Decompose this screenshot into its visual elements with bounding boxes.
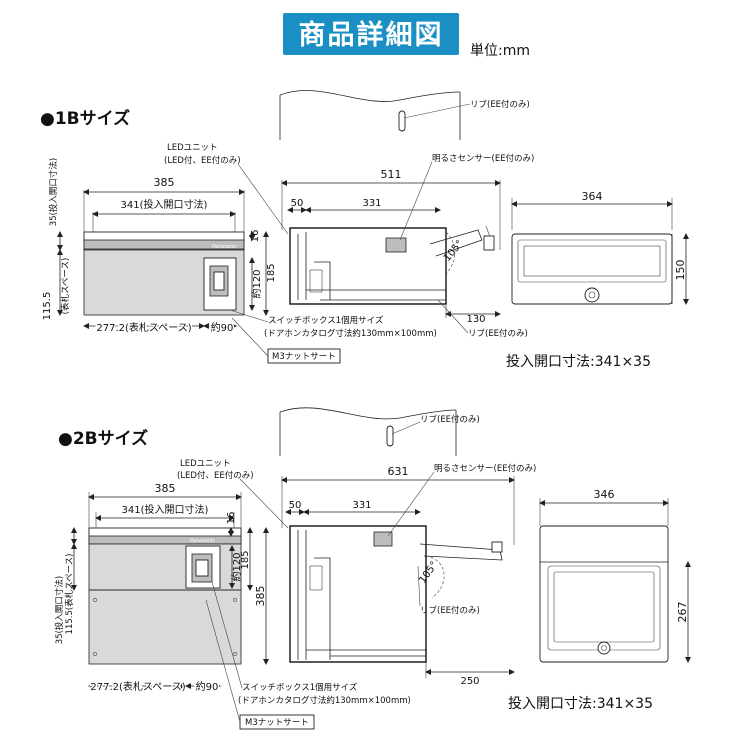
dim-385-1b: 385 <box>154 176 175 189</box>
front-view-1b: Panasonic 385 341(投入開口寸法) 16 約120 185 35… <box>42 158 277 336</box>
dim-185-1b: 185 <box>266 263 277 282</box>
dim-150-1b: 150 <box>674 260 687 281</box>
switch-label-1b: スイッチボックス1個用サイズ <box>268 315 384 326</box>
dim-331-1b: 331 <box>362 198 381 209</box>
sensor-label-2b: 明るさセンサー(EE付のみ) <box>434 463 536 474</box>
rib-top-label-2b: リブ(EE付のみ) <box>420 414 480 425</box>
dim-511-1b: 511 <box>381 168 402 181</box>
side-view-2b: 631 50 331 105° リブ(EE付のみ) 250 <box>281 465 515 687</box>
section-title-2b: ●2Bサイズ <box>58 428 148 449</box>
nut-label-2b: M3ナットサート <box>245 718 309 728</box>
dim-341-1b: 341(投入開口寸法) <box>121 198 208 211</box>
rib-detail-1b: リブ(EE付のみ) <box>279 90 530 140</box>
page-title: 商品詳細図 <box>299 19 444 51</box>
dim-364-1b: 364 <box>582 190 603 203</box>
dim-16-1b: 16 <box>250 230 261 243</box>
led-label-2b: LEDユニット <box>180 459 231 469</box>
dim-115-1b: 115.5 <box>42 292 53 321</box>
header: 商品詳細図 単位:mm <box>283 13 530 59</box>
dim-346-2b: 346 <box>594 488 615 501</box>
dim-90-2b: 約90 <box>196 680 219 693</box>
dim-631-2b: 631 <box>388 465 409 478</box>
switch-sublabel-1b: (ドアホンカタログ寸法約130mm×100mm) <box>264 328 437 339</box>
side-view-1b: 511 50 331 105° 130 リブ(EE付のみ) <box>281 168 528 339</box>
unit-label: 単位:mm <box>470 43 530 59</box>
switch-label-2b: スイッチボックス1個用サイズ <box>242 682 358 693</box>
opening-dims-1b: 投入開口寸法:341×35 <box>506 354 651 370</box>
opening-dims-2b: 投入開口寸法:341×35 <box>508 696 653 712</box>
brand-label-2b: Panasonic <box>190 538 215 544</box>
dim-277-2b: 277.2(表札スペース) <box>90 680 185 693</box>
dim-35-2b: 35(投入開口寸法) <box>54 576 65 644</box>
title-badge <box>283 13 459 55</box>
dim-50-2b: 50 <box>289 500 302 511</box>
dim-115-sub-1b: (表札スペース) <box>60 258 71 315</box>
dim-35-1b: 35(投入開口寸法) <box>48 158 59 226</box>
section-title-1b: ●1Bサイズ <box>40 108 130 129</box>
rib-side-label-1b: リブ(EE付のみ) <box>468 328 528 339</box>
switch-sublabel-2b: (ドアホンカタログ寸法約130mm×100mm) <box>238 695 411 706</box>
angle-label-2b: 105° <box>417 560 440 586</box>
dim-115-2b: 115.5(表札スペース) <box>64 554 75 635</box>
rib-top-label-1b: リブ(EE付のみ) <box>470 99 530 110</box>
dim-120-1b: 約120 <box>250 269 263 298</box>
dim-277-1b: 277.2(表札スペース) <box>96 321 191 334</box>
dim-50-1b: 50 <box>291 198 304 209</box>
dim-385v-2b: 385 <box>254 586 267 607</box>
dim-250-2b: 250 <box>460 676 479 687</box>
dim-130-1b: 130 <box>466 314 485 325</box>
dim-341-2b: 341(投入開口寸法) <box>122 503 209 516</box>
led-sublabel-1b: (LED付、EE付のみ) <box>164 155 241 166</box>
dim-185-2b: 185 <box>240 550 251 569</box>
dim-385-2b: 385 <box>155 482 176 495</box>
dim-331-2b: 331 <box>352 500 371 511</box>
dim-267-2b: 267 <box>676 602 689 623</box>
front-view-2b: Panasonic 385 341(投入開口寸法) 16 約120 185 38… <box>54 482 269 695</box>
rib-detail-2b: リブ(EE付のみ) <box>279 407 480 456</box>
dim-90-1b: 約90 <box>211 321 234 334</box>
section-1b: ●1Bサイズ リブ(EE付のみ) LEDユニット (LED付、EE付のみ) Pa… <box>40 90 689 370</box>
nut-label-1b: M3ナットサート <box>272 352 336 362</box>
led-sublabel-2b: (LED付、EE付のみ) <box>177 470 254 481</box>
sensor-label-1b: 明るさセンサー(EE付のみ) <box>432 153 534 164</box>
top-view-2b: 346 267 <box>539 488 691 663</box>
led-label-1b: LEDユニット <box>167 143 218 153</box>
dim-16-2b: 16 <box>226 512 237 525</box>
rib-side-label-2b: リブ(EE付のみ) <box>420 605 480 616</box>
dim-120-2b: 約120 <box>230 552 243 581</box>
brand-label-1b: Panasonic <box>212 244 237 250</box>
top-view-1b: 364 150 <box>511 190 689 305</box>
section-2b: ●2Bサイズ リブ(EE付のみ) LEDユニット (LED付、EE付のみ) <box>54 407 691 730</box>
